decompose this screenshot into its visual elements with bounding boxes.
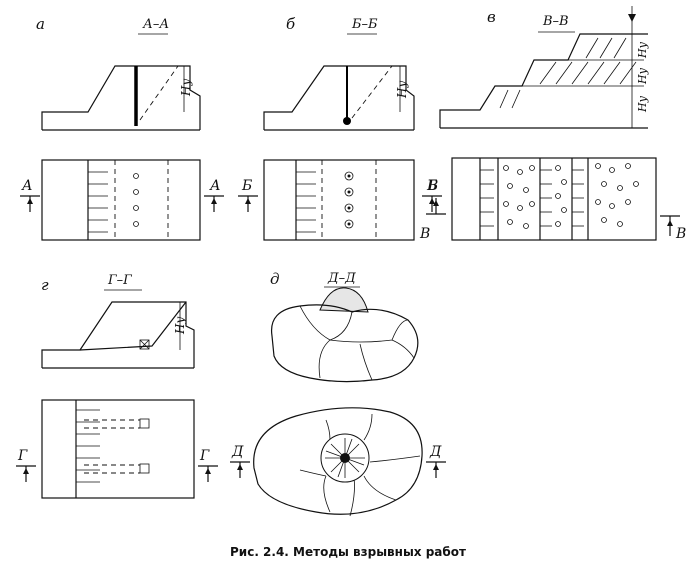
panel-v-section-label: В–В xyxy=(542,14,569,29)
bench-profile xyxy=(263,65,415,130)
hatched-block xyxy=(499,37,637,109)
chamber-charge xyxy=(139,339,150,350)
arrow-icon xyxy=(429,198,435,204)
cut-label-left: Д xyxy=(231,444,244,460)
breakage-line xyxy=(139,65,179,121)
cut-label-left: Г xyxy=(17,448,28,464)
cut-label-left: А xyxy=(21,178,33,194)
cut-label-bottom-left: В xyxy=(419,226,430,242)
camouflet-marks xyxy=(344,171,354,229)
cut-label-top-left: В xyxy=(427,178,438,194)
panel-v-height-label-2: Hу xyxy=(636,67,649,85)
panel-g-section-label: Г–Г xyxy=(107,273,132,288)
slope-face xyxy=(79,301,187,351)
panel-b-height-label: Hу xyxy=(395,81,409,99)
boulder-outline xyxy=(270,304,419,383)
panel-g-section: г Г–Г Hу xyxy=(41,273,195,369)
panel-d-plan: Д Д xyxy=(230,407,446,517)
breakage-line xyxy=(351,65,393,119)
panel-d-section: д Д–Д xyxy=(270,270,419,383)
face-hatching xyxy=(76,409,100,483)
face-hatching xyxy=(88,171,108,233)
panel-v-height-label-3: Hу xyxy=(636,95,649,113)
arrow-icon xyxy=(667,220,673,226)
face-hatching xyxy=(296,171,316,233)
panel-a-plan: А А xyxy=(20,159,224,241)
panel-a-section-label: А–А xyxy=(142,17,169,32)
plan-outline xyxy=(451,157,657,241)
panel-v-section: в В–В Hу Hу Hу xyxy=(439,6,649,129)
crack-lines xyxy=(299,413,421,517)
cut-label-right: Б xyxy=(426,178,437,194)
plan-outline xyxy=(263,159,415,241)
figure-caption: Рис. 2.4. Методы взрывных работ xyxy=(230,545,466,559)
panel-d-section-label: Д–Д xyxy=(327,271,356,286)
panel-g-plan: Г Г xyxy=(16,399,218,499)
panel-a-height-label: Hу xyxy=(179,79,193,97)
arrow-icon xyxy=(237,464,243,470)
panel-a-section: а А–А Hу xyxy=(36,15,201,131)
arrow-icon xyxy=(23,468,29,474)
panel-v-plan: В В В xyxy=(419,157,686,242)
arrow-icon xyxy=(27,198,33,204)
panel-d-letter: д xyxy=(270,270,280,288)
arrow-icon xyxy=(628,14,636,22)
crack-lines xyxy=(299,305,415,381)
multi-bench-profile xyxy=(439,33,648,128)
panel-g-height-label: Hу xyxy=(173,317,187,335)
plan-outline xyxy=(41,399,195,499)
panel-b-plan: Б Б xyxy=(238,159,442,241)
arrow-icon xyxy=(211,198,217,204)
panel-a-letter: а xyxy=(36,15,45,33)
cut-label-right: В xyxy=(675,226,686,242)
panel-b-letter: б xyxy=(286,15,296,33)
adit-lower xyxy=(84,463,150,474)
panel-b-section-label: Б–Б xyxy=(351,17,378,32)
panel-v-height-label-1: Hу xyxy=(636,41,649,59)
adit-upper xyxy=(84,418,150,429)
bench-profile xyxy=(41,301,195,368)
cut-label-right: Г xyxy=(199,448,210,464)
arrow-icon xyxy=(245,198,251,204)
cut-label-left: Б xyxy=(241,178,252,194)
borehole-marks xyxy=(133,173,139,227)
arrow-icon xyxy=(433,464,439,470)
panel-b-section: б Б–Б Hу xyxy=(263,15,415,131)
bench-profile xyxy=(41,65,201,130)
camouflet-charge xyxy=(343,117,351,125)
borehole-grid xyxy=(503,163,639,229)
cut-label-right: А xyxy=(209,178,221,194)
arrow-icon xyxy=(205,468,211,474)
face-hatching xyxy=(480,169,584,227)
panel-g-letter: г xyxy=(41,276,49,294)
panel-v-letter: в xyxy=(487,8,496,26)
cut-label-right: Д xyxy=(429,444,442,460)
boulder-outline xyxy=(253,407,423,515)
radial-cracks xyxy=(325,438,365,478)
plan-outline xyxy=(41,159,201,241)
arrow-icon xyxy=(433,200,439,206)
